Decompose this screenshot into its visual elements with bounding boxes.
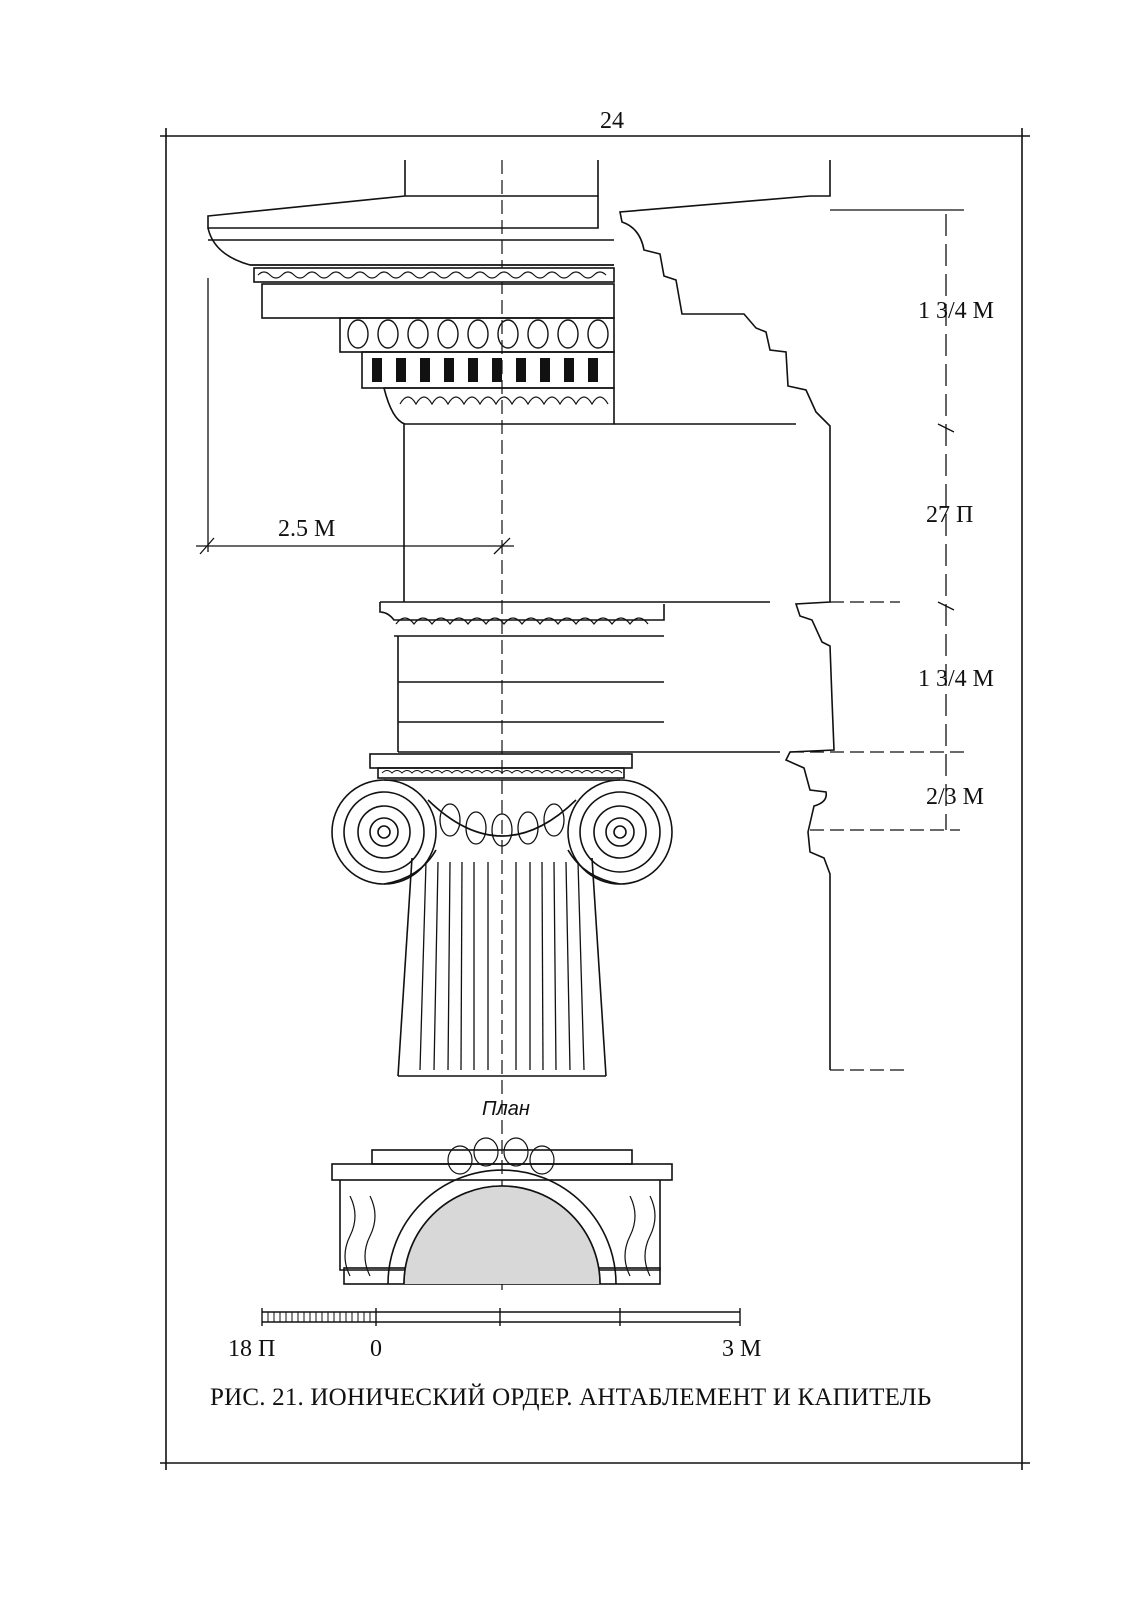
- sheet-frame: [160, 128, 1030, 1470]
- dim-cornice: 1 3/4 М: [918, 298, 995, 324]
- fluted-shaft: [397, 857, 607, 1077]
- entablature: [207, 160, 796, 753]
- scale-right-label: 3 М: [722, 1336, 762, 1362]
- ionic-capital: [331, 753, 673, 885]
- dim-architrave: 1 3/4 М: [918, 666, 995, 692]
- figure-caption: РИС. 21. ИОНИЧЕСКИЙ ОРДЕР. АНТАБЛЕМЕНТ И…: [210, 1384, 932, 1411]
- dimension-lines: [196, 209, 970, 1071]
- plan-label: План: [482, 1098, 530, 1120]
- scale-bar: [261, 1308, 741, 1326]
- dim-projection: 2.5 М: [278, 516, 336, 542]
- dim-capital: 2/3 М: [926, 784, 985, 810]
- capital-plan: [331, 1137, 673, 1285]
- profile-section: [619, 160, 835, 1070]
- dim-frieze: 27 П: [926, 502, 974, 528]
- scale-left-label: 18 П: [228, 1336, 276, 1362]
- page-number: 24: [600, 108, 624, 134]
- scale-zero-label: 0: [370, 1336, 382, 1362]
